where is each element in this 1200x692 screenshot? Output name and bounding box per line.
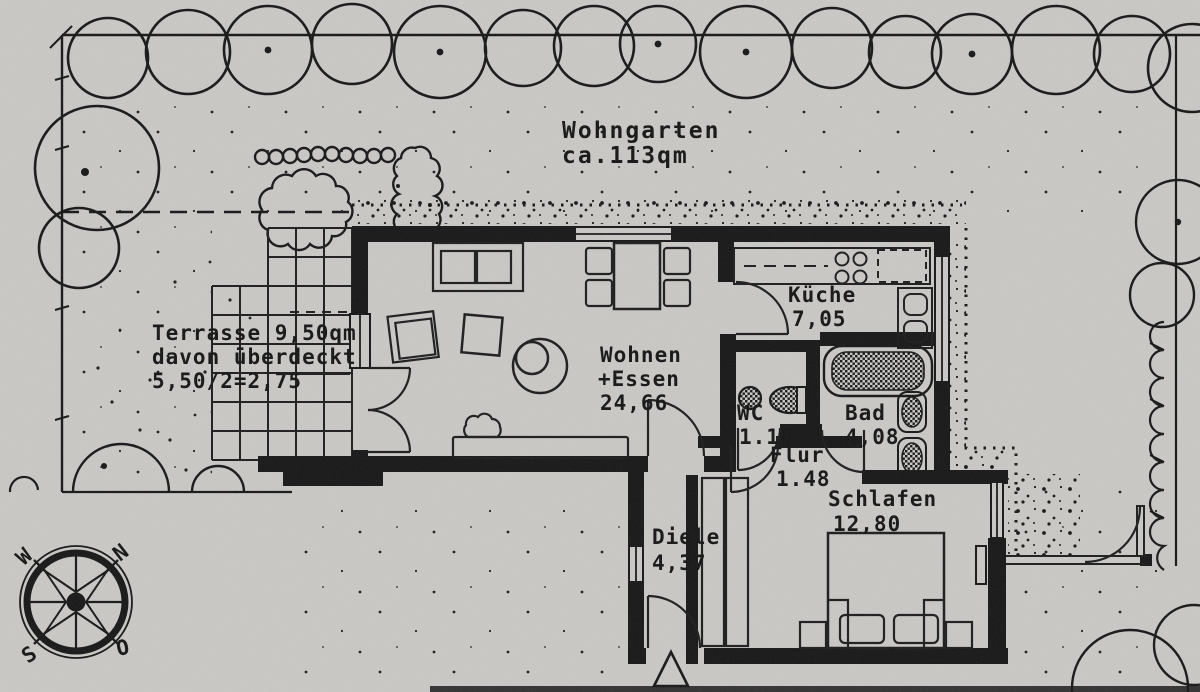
floor-plan-page: N W S O Wohngarten ca.113qm Terrasse 9,5… xyxy=(0,0,1200,692)
scan-grain xyxy=(0,0,1200,692)
floor-plan-drawing: N W S O Wohngarten ca.113qm Terrasse 9,5… xyxy=(0,0,1200,692)
